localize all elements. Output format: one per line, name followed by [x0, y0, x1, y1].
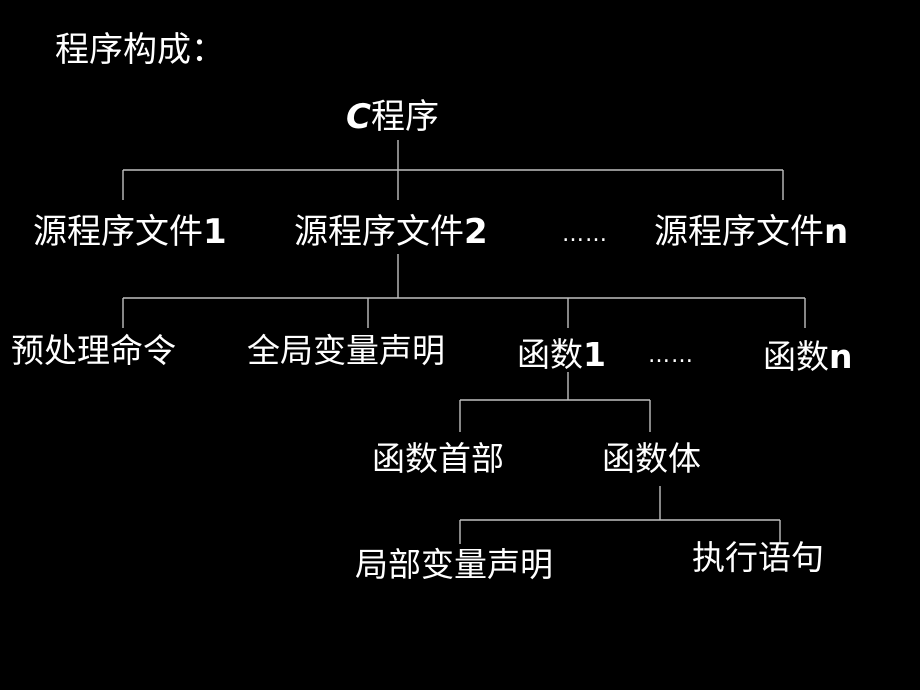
level1-ellipsis: ……	[562, 222, 608, 247]
root-node-label: 程序	[370, 97, 439, 137]
node-source-file-2-label: 源程序文件	[294, 212, 464, 252]
node-function-n: 函数n	[763, 340, 853, 373]
node-function-n-letter: n	[829, 337, 853, 376]
node-global-var-decl: 全局变量声明	[247, 331, 445, 370]
node-function-header: 函数首部	[372, 439, 504, 478]
node-preprocess-commands: 预处理命令	[11, 331, 176, 370]
node-local-var-decl: 局部变量声明	[355, 545, 553, 584]
node-function-1-number: 1	[583, 335, 606, 374]
node-function-1-label: 函数	[517, 335, 583, 374]
page-title: 程序构成：	[55, 30, 225, 70]
node-source-file-1-label: 源程序文件	[33, 212, 203, 252]
node-exec-statements: 执行语句	[692, 538, 824, 577]
node-source-file-n: 源程序文件n	[654, 215, 848, 249]
node-source-file-2-number: 2	[464, 212, 488, 252]
node-source-file-n-label: 源程序文件	[654, 212, 824, 252]
node-function-n-label: 函数	[763, 337, 829, 376]
node-source-file-1: 源程序文件1	[33, 215, 227, 249]
root-node: C程序	[346, 100, 439, 134]
node-function-1: 函数1	[517, 338, 606, 371]
node-source-file-2: 源程序文件2	[294, 215, 488, 249]
node-source-file-n-letter: n	[824, 212, 849, 252]
node-source-file-1-number: 1	[203, 212, 227, 252]
level2-ellipsis: ……	[648, 343, 694, 368]
node-function-body: 函数体	[602, 439, 701, 478]
root-node-prefix: C	[346, 97, 371, 137]
